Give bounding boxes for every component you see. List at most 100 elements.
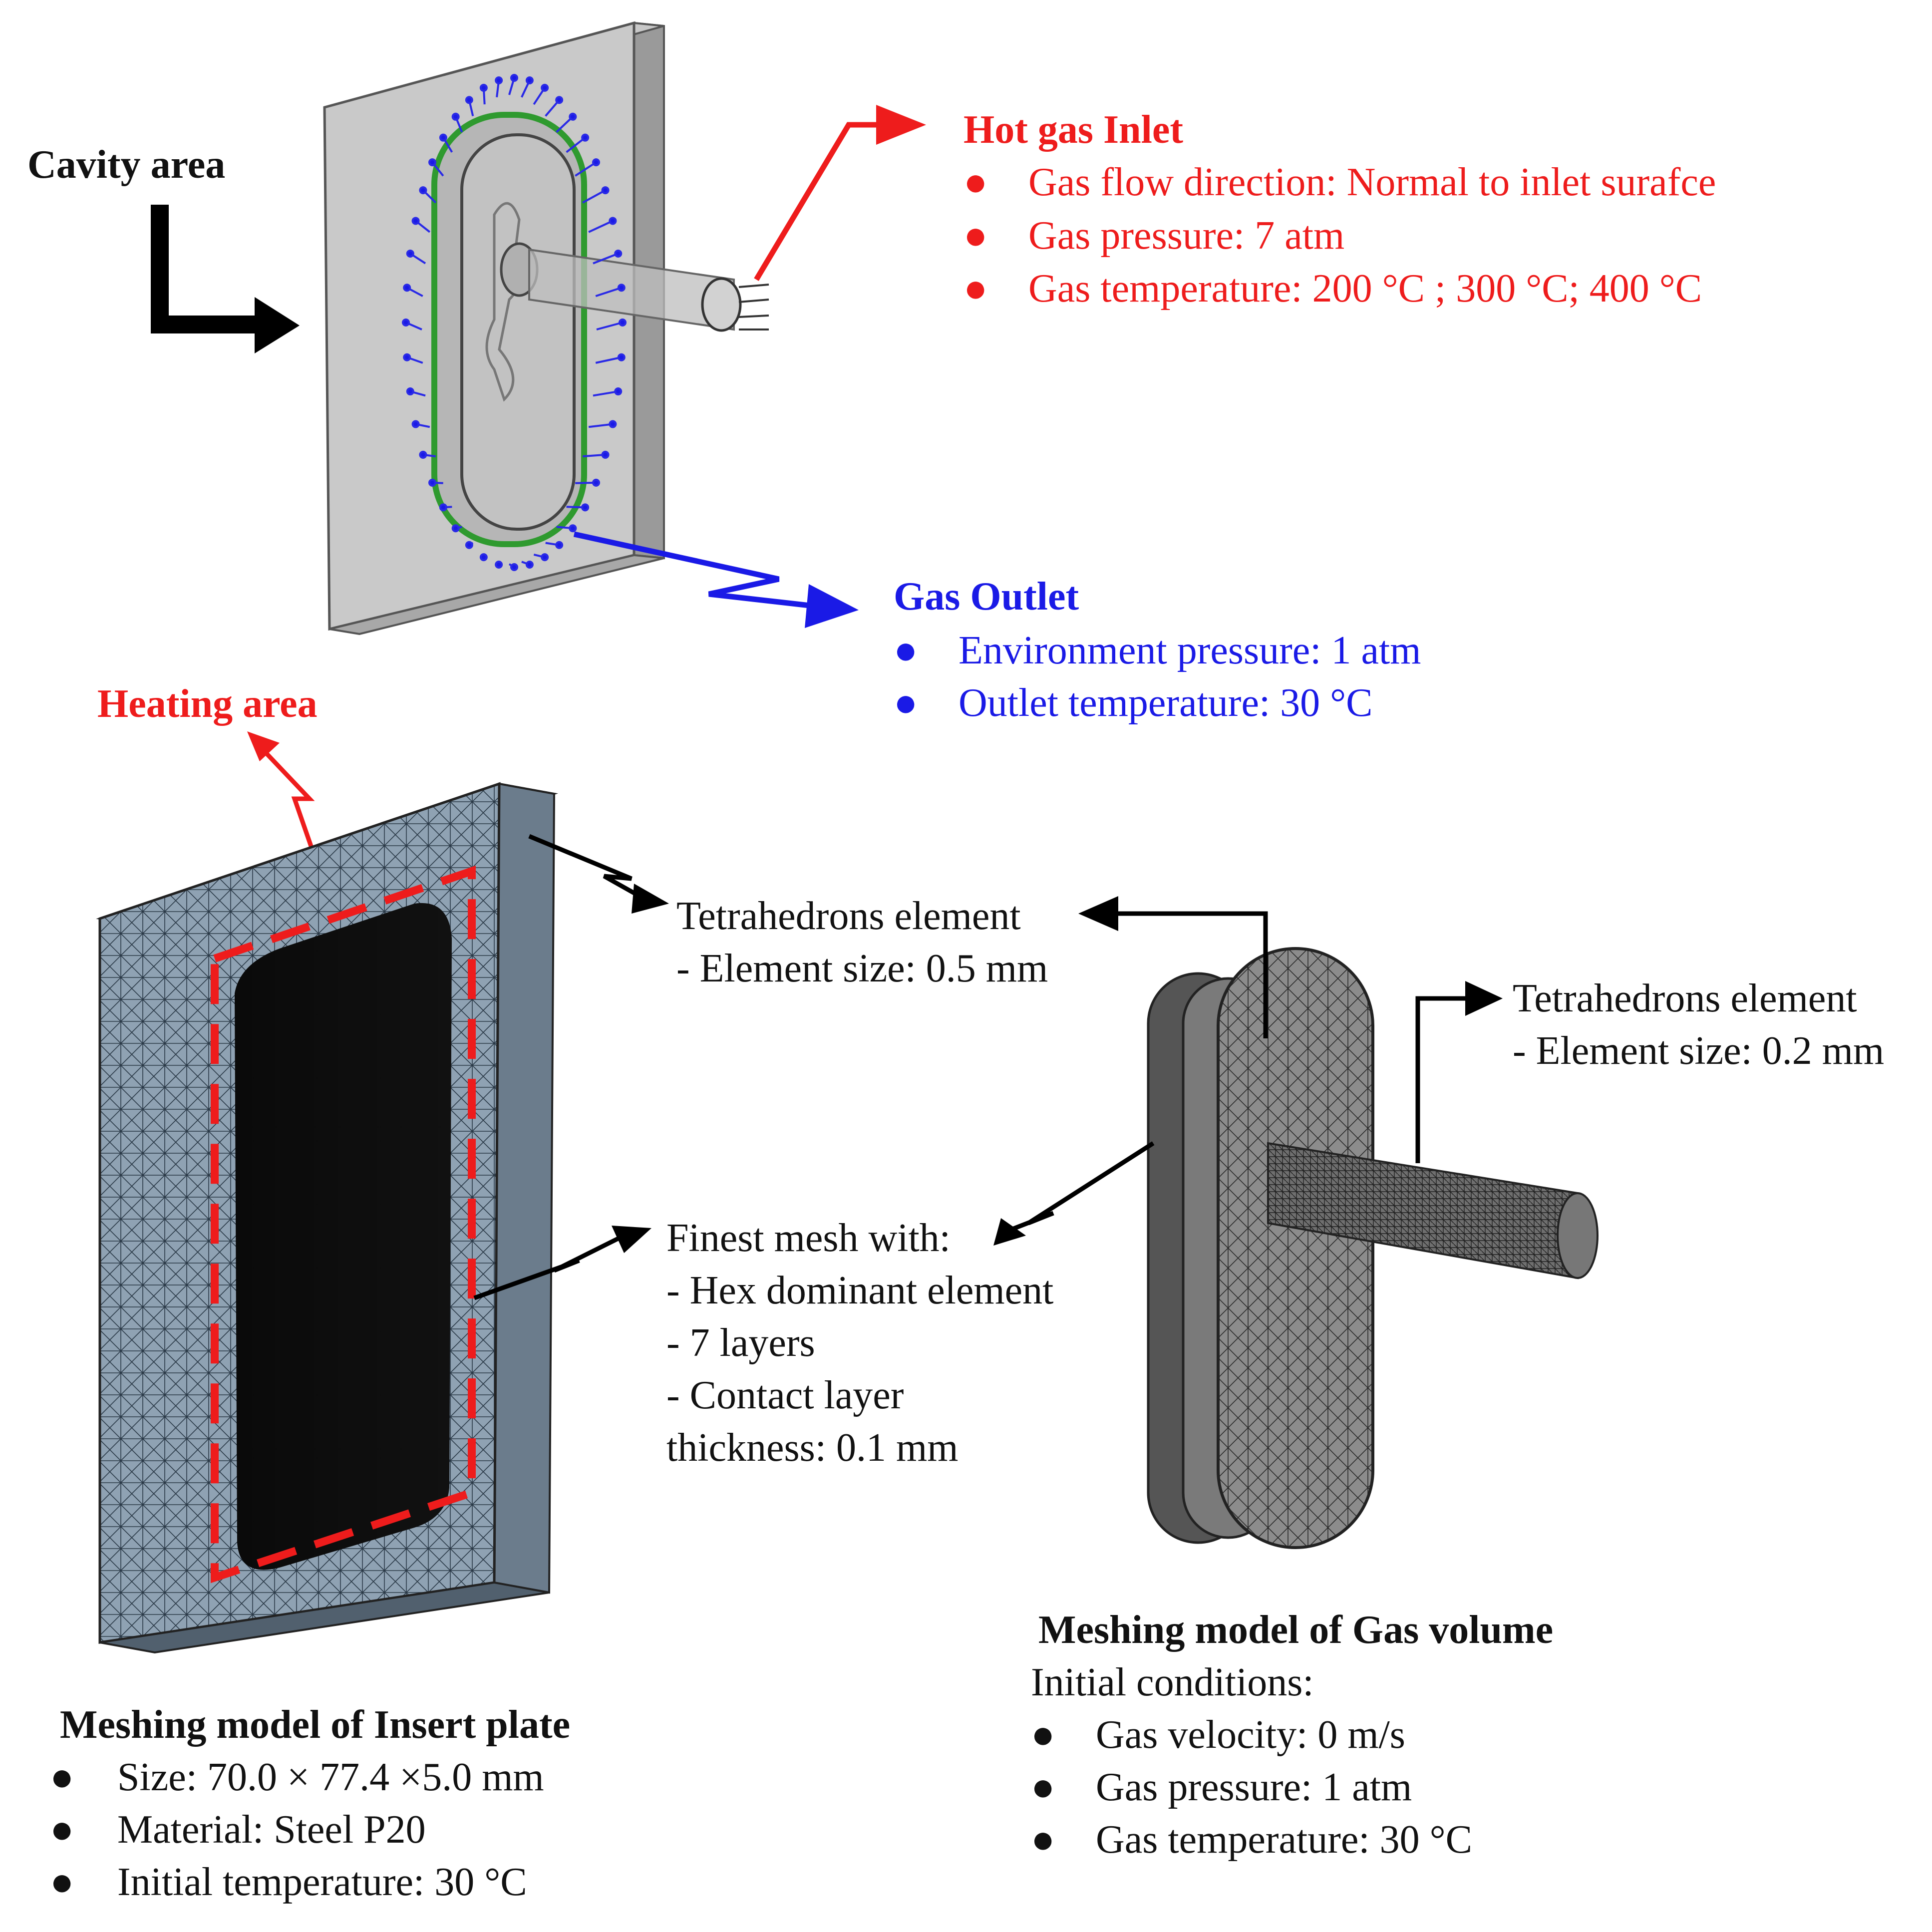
flow-vector [595,287,622,298]
plate-mesh-arrow [528,834,669,914]
flow-vector-head [451,524,460,533]
flow-vector-head [541,83,549,92]
flow-vector-head [569,112,577,121]
gas-mesh-note-line: - Element size: 0.2 mm [1513,1029,1885,1073]
gas-model-item: Gas velocity: 0 m/s [1096,1713,1405,1757]
fine-mesh-arrow [473,1226,651,1300]
flow-vector-head [402,319,410,326]
flow-vector-head [406,249,414,258]
flow-vector-head [406,387,414,396]
inlet-callout-arrow [754,105,926,281]
flow-vector-head [465,541,473,549]
plate-mesh-note-line: - Element size: 0.5 mm [676,947,1048,990]
bullet-icon: ● [894,681,918,725]
flow-vector-head [609,420,617,428]
fine-mesh-region [235,903,452,1570]
insert-plate-mesh [96,782,558,1654]
flow-vector-head [439,133,447,142]
flow-vector [596,322,623,330]
flow-vector-head [510,563,518,571]
fine-mesh-note-line: - Contact layer [666,1373,904,1417]
bullet-icon: ● [50,1755,74,1799]
heating-area-dashed-outline [211,865,476,1584]
fine-mesh-note-line: - 7 layers [666,1321,815,1365]
flow-vector-head [592,158,600,167]
inlet-item: Gas pressure: 7 atm [1028,214,1345,258]
flow-vector-head [617,353,626,361]
flow-vector-head [617,284,626,292]
flow-vector-head [495,561,503,569]
bullet-icon: ● [964,214,988,258]
plate-model-title: Meshing model of Insert plate [60,1703,571,1747]
bullet-icon: ● [964,267,988,311]
flow-vector-head [555,541,564,549]
gas-volume-mesh [1147,947,1599,1549]
flow-vector-head [601,450,610,459]
bullet-icon: ● [1031,1818,1055,1862]
gas-model-item: Gas temperature: 30 °C [1096,1818,1472,1862]
heating-area-label: Heating area [97,682,318,726]
flow-vector [588,220,614,233]
flow-vector-head [479,83,488,92]
flow-vector-head [619,319,627,326]
flow-vector-head [601,186,610,195]
flow-vector-head [614,387,623,396]
fine-mesh-note-line: thickness: 0.1 mm [666,1426,959,1470]
bullet-icon: ● [50,1860,74,1904]
fine-mesh-note-line: - Hex dominant element [666,1269,1054,1312]
plate-model-item: Size: 70.0 × 77.4 ×5.0 mm [117,1755,544,1799]
plate-model-item: Material: Steel P20 [117,1808,426,1852]
plate-model-item: Initial temperature: 30 °C [117,1860,527,1904]
flow-vector-head [555,96,564,104]
flow-vector-head [451,112,460,121]
gas-mesh-arrow-right [1415,981,1503,1163]
flow-vector [595,356,622,364]
bullet-icon: ● [1031,1765,1055,1809]
flow-vector-head [411,420,420,428]
flow-vector [588,423,613,428]
flow-vector-head [614,249,623,258]
inlet-item: Gas flow direction: Normal to inlet sura… [1028,160,1716,204]
bullet-icon: ● [50,1808,74,1852]
outlet-item: Environment pressure: 1 atm [959,629,1421,672]
inlet-item: Gas temperature: 200 °C ; 300 °C; 400 °C [1028,267,1702,311]
flow-vector-head [465,96,473,104]
fine-mesh-note-line: Finest mesh with: [666,1216,951,1260]
flow-vector-head [581,503,590,512]
bullet-icon: ● [894,629,918,672]
flow-vector-head [525,76,534,84]
cavity-area-label: Cavity area [27,143,226,187]
outlet-title: Gas Outlet [894,575,1079,619]
flow-vector-head [569,524,577,533]
flow-vector-head [609,217,617,225]
flow-vector-head [510,74,518,82]
flow-vector-head [428,478,437,487]
gas-fine-mesh-arrow [993,1141,1155,1246]
gas-model-item: Gas pressure: 1 atm [1096,1765,1412,1809]
flow-vector [575,161,597,177]
outlet-flow-vectors [402,74,627,571]
flow-vector-head [495,76,503,84]
flow-vector-head [403,353,411,361]
flow-vector-head [411,217,420,225]
flow-vector-head [592,478,600,487]
flow-vector [582,189,606,204]
flow-vector [593,253,619,265]
cavity-area-arrow [151,205,300,353]
gas-model-title: Meshing model of Gas volume [1038,1608,1554,1652]
cavity-plate-model [323,21,769,636]
flow-vector-head [419,186,427,195]
bullet-icon: ● [964,160,988,204]
bullet-icon: ● [1031,1713,1055,1757]
flow-vector-head [428,158,437,167]
flow-vector-head [581,133,590,142]
flow-vector-head [479,553,488,562]
flow-vector-head [525,561,534,569]
gas-inlet-pipe-end [701,277,742,332]
flow-vector-head [439,503,447,512]
inlet-title: Hot gas Inlet [964,108,1183,152]
flow-vector [593,390,619,397]
plate-mesh-note-line: Tetrahedrons element [676,894,1021,938]
flow-vector-head [541,553,549,562]
